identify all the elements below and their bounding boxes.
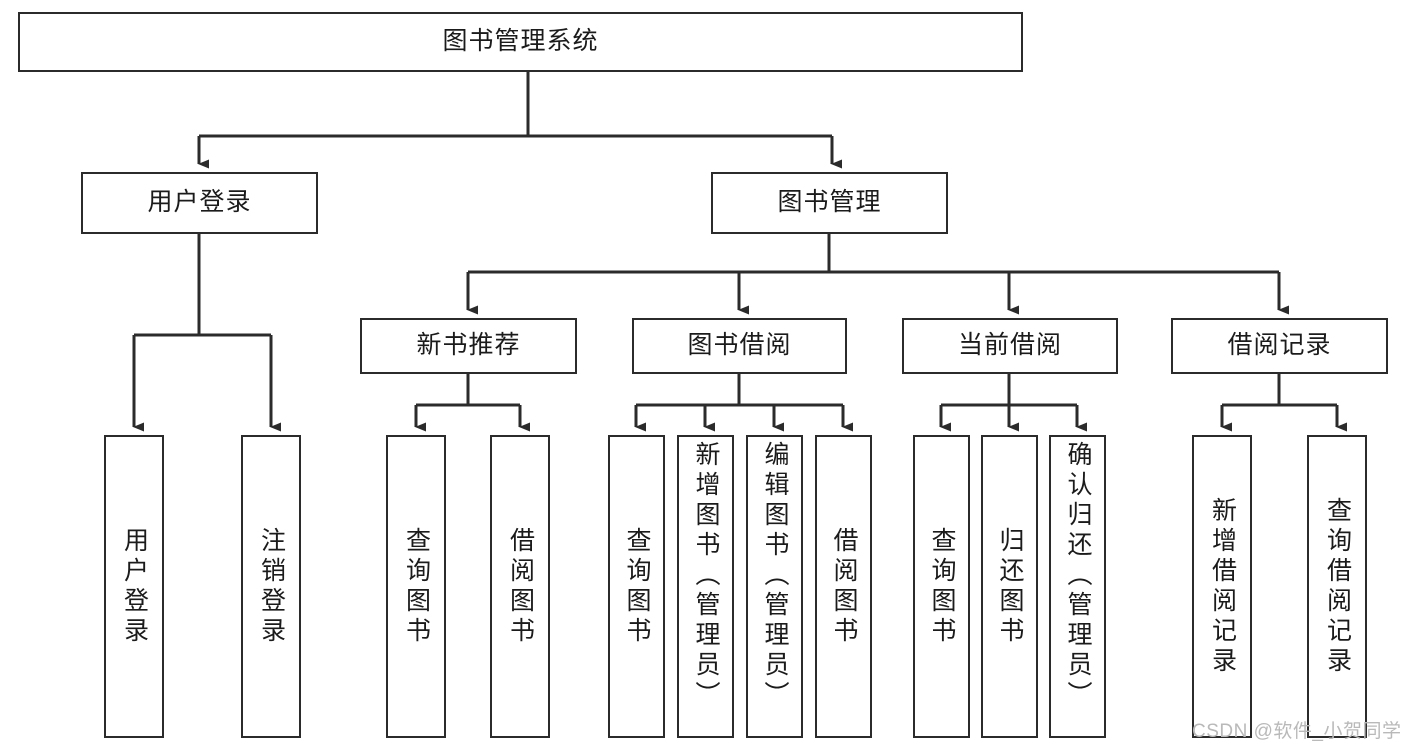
node-leaf-add-record[interactable]: 新增借阅记录 xyxy=(1192,435,1252,738)
node-label: 查询图书 xyxy=(623,526,651,647)
node-label: 当前借阅 xyxy=(957,331,1062,360)
node-label: 用户登录 xyxy=(147,188,252,217)
csdn-watermark: CSDN @软件_小贺同学 xyxy=(1192,721,1402,742)
node-borrow-record[interactable]: 借阅记录 xyxy=(1171,318,1388,374)
node-label: 借阅图书 xyxy=(830,526,858,647)
node-leaf-confirm-return[interactable]: 确认归还（管理员） xyxy=(1049,435,1106,738)
node-leaf-logout[interactable]: 注销登录 xyxy=(241,435,301,738)
node-new-book-recommend[interactable]: 新书推荐 xyxy=(360,318,577,374)
node-label: 图书管理 xyxy=(777,188,882,217)
node-label: 查询图书 xyxy=(928,526,956,647)
node-leaf-add-book[interactable]: 新增图书（管理员） xyxy=(677,435,734,738)
node-leaf-query-record[interactable]: 查询借阅记录 xyxy=(1307,435,1367,738)
node-leaf-user-login[interactable]: 用户登录 xyxy=(104,435,164,738)
node-label: 确认归还（管理员） xyxy=(1064,441,1092,711)
node-user-login[interactable]: 用户登录 xyxy=(81,172,318,234)
node-label: 编辑图书（管理员） xyxy=(761,441,789,711)
node-current-borrow[interactable]: 当前借阅 xyxy=(902,318,1118,374)
node-label: 新增借阅记录 xyxy=(1208,496,1237,677)
node-label: 查询借阅记录 xyxy=(1323,496,1352,677)
node-leaf-edit-book[interactable]: 编辑图书（管理员） xyxy=(746,435,803,738)
node-leaf-borrow-book-2[interactable]: 借阅图书 xyxy=(815,435,872,738)
node-label: 用户登录 xyxy=(120,526,149,647)
node-leaf-query-book-3[interactable]: 查询图书 xyxy=(913,435,970,738)
node-label: 注销登录 xyxy=(257,526,286,647)
node-book-management[interactable]: 图书管理 xyxy=(711,172,948,234)
node-book-borrow[interactable]: 图书借阅 xyxy=(632,318,847,374)
node-leaf-query-book-2[interactable]: 查询图书 xyxy=(608,435,665,738)
node-label: 新书推荐 xyxy=(416,331,521,360)
node-label: 借阅记录 xyxy=(1227,331,1332,360)
node-leaf-borrow-book-1[interactable]: 借阅图书 xyxy=(490,435,550,738)
node-leaf-return-book[interactable]: 归还图书 xyxy=(981,435,1038,738)
node-label: 新增图书（管理员） xyxy=(692,441,720,711)
node-label: 归还图书 xyxy=(996,526,1024,647)
node-label: 图书管理系统 xyxy=(442,27,599,56)
node-leaf-query-book-1[interactable]: 查询图书 xyxy=(386,435,446,738)
node-label: 借阅图书 xyxy=(506,526,535,647)
node-label: 查询图书 xyxy=(402,526,431,647)
node-root-book-management-system[interactable]: 图书管理系统 xyxy=(18,12,1023,72)
node-label: 图书借阅 xyxy=(687,331,792,360)
